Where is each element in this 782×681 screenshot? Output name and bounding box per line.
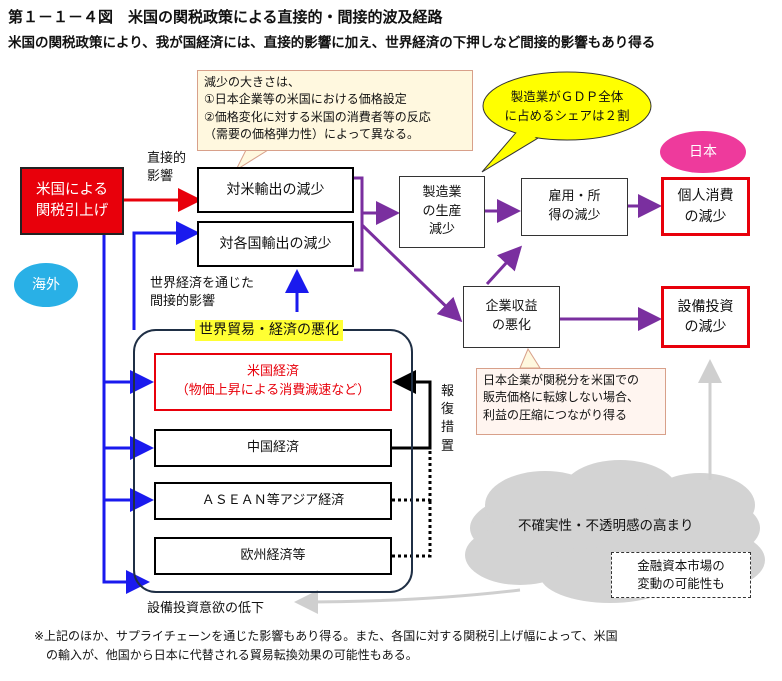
manufacturing-node: 製造業 の生産 減少 [399,176,485,248]
profit-note-callout: 日本企業が関税分を米国での 販売価格に転嫁しない場合、 利益の圧縮につながり得る [476,368,666,435]
retaliation-label: 報 復 措 置 [441,383,454,456]
overseas-badge: 海外 [14,263,78,307]
retaliation-char: 報 [441,384,455,399]
consumption-node: 個人消費 の減少 [661,177,750,236]
retaliation-europe-dotted [392,500,432,558]
profit-note-line: 販売価格に転嫁しない場合、 [483,390,640,405]
profit-line: 企業収益 [485,299,538,315]
cloud-to-appetite-arrow [294,588,521,614]
footnote-line: の輸入が、他国から日本に代替される貿易転換効果の可能性もある。 [34,647,418,662]
share-note-line: に占めるシェアは２割 [504,107,630,123]
reduction-note-line: （需要の価格弾力性）によって異なる。 [204,127,420,142]
china-economy-node: 中国経済 [154,429,392,467]
profit-to-employment-arrow [485,245,523,286]
employment-line: 得の減少 [548,208,601,223]
tariff-source-line: 米国による [35,181,109,198]
exports-bracket [354,176,364,272]
uncertainty-label: 不確実性・不透明感の高まり [518,518,694,534]
investment-appetite-label: 設備投資意欲の低下 [147,601,265,616]
profit-node: 企業収益 の悪化 [463,286,560,348]
manufacturing-line: 減少 [428,222,455,238]
reduction-note-line: ①日本企業等の米国における価格設定 [204,92,407,107]
tariff-source-line: 関税引上げ [35,203,109,219]
page-title: 第１－１－４図 米国の関税政策による直接的・間接的波及経路 [8,8,443,26]
investment-line: 設備投資 [677,298,734,315]
consumption-line: 個人消費 [677,188,734,205]
employment-line: 雇用・所 [548,189,601,205]
manufacturing-line: 製造業 [422,184,462,200]
financial-market-line: 変動の可能性も [637,576,725,591]
share-note: 製造業がＧＤＰ全体 に占めるシェアは２割 [496,88,638,126]
asean-economy-node: ＡＳＥＡＮ等アジア経済 [154,482,392,520]
us-exports-node: 対米輸出の減少 [197,167,354,213]
us-economy-line: 米国経済 [246,364,299,380]
footnote: ※上記のほか、サプライチェーンを通じた影響もあり得る。また、各国に対する関税引上… [34,627,618,664]
retaliation-char: 置 [441,438,455,454]
share-note-line: 製造業がＧＤＰ全体 [510,89,624,104]
profit-callout-tail [519,347,541,369]
japan-badge: 日本 [660,131,746,173]
investment-line: の減少 [684,319,727,335]
consumption-line: の減少 [684,208,727,225]
us-economy-node: 米国経済 （物価上昇による消費減速など） [154,353,392,411]
exports-to-profit-arrow [360,223,463,323]
profit-line: の悪化 [491,318,531,333]
direct-effect-line: 直接的 [147,151,187,166]
europe-economy-node: 欧州経済等 [154,537,392,575]
manufacturing-line: の生産 [422,203,462,219]
page-subtitle: 米国の関税政策により、我が国経済には、直接的影響に加え、世界経済の下押しなど間接… [8,35,656,51]
retaliation-asean-dotted [392,448,432,502]
tariff-to-europe-arrow [102,230,150,594]
reduction-note-line: 減少の大きさは、 [204,75,301,89]
employment-node: 雇用・所 得の減少 [521,178,628,236]
indirect-to-other-exports-arrow [132,221,200,330]
us-economy-line: （物価上昇による消費減速など） [175,383,371,398]
reduction-note-callout: 減少の大きさは、 ①日本企業等の米国における価格設定 ②価格変化に対する米国の消… [197,70,473,151]
direct-effect-line: 影響 [147,168,174,184]
indirect-effect-line: 世界経済を通じた [150,276,255,291]
tariff-source-box: 米国による 関税引上げ [20,167,124,235]
profit-note-line: 日本企業が関税分を米国での [483,373,640,387]
other-exports-node: 対各国輸出の減少 [197,221,354,267]
footnote-line: ※上記のほか、サプライチェーンを通じた影響もあり得る。また、各国に対する関税引上… [34,629,618,643]
financial-market-note: 金融資本市場の 変動の可能性も [611,552,751,598]
retaliation-char: 措 [441,420,455,436]
reduction-note-line: ②価格変化に対する米国の消費者等の反応 [204,109,431,124]
profit-note-line: 利益の圧縮につながり得る [483,407,628,422]
world-trade-label: 世界貿易・経済の悪化 [195,320,343,341]
financial-market-line: 金融資本市場の [637,557,725,573]
direct-effect-label: 直接的 影響 [147,150,186,185]
share-bubble [481,71,652,173]
indirect-effect-line: 間接的影響 [150,293,216,309]
retaliation-char: 復 [441,402,455,418]
indirect-effect-label: 世界経済を通じた 間接的影響 [150,275,254,310]
investment-node: 設備投資 の減少 [661,286,750,348]
